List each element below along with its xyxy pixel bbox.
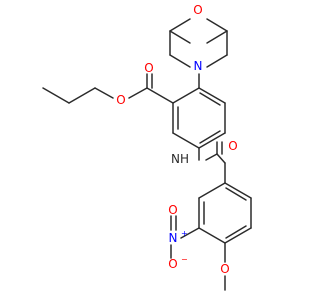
bond <box>225 225 247 239</box>
bond <box>206 54 228 68</box>
atom-labels: O N O O NH O N + O O − O <box>116 3 237 276</box>
bond <box>172 87 200 104</box>
bond <box>198 132 226 149</box>
bond <box>199 92 221 106</box>
bond <box>225 187 247 201</box>
molecule-diagram: O N O O NH O N + O O − O <box>42 3 252 291</box>
atom-amide-nh: NH <box>171 152 189 166</box>
charge-nitro-o: − <box>181 255 188 264</box>
bond <box>205 153 218 161</box>
charge-nitro-n: + <box>181 229 188 238</box>
atom-nitro-nitrogen: N <box>169 231 178 245</box>
bond <box>128 87 148 99</box>
bond <box>206 30 228 44</box>
bond <box>180 227 200 239</box>
bond <box>224 182 252 199</box>
atom-nitro-oxygen-bottom: O <box>168 257 177 271</box>
bond <box>199 130 221 144</box>
atom-nitro-oxygen-top: O <box>168 203 177 217</box>
atom-ester-carbonyl-oxygen: O <box>144 61 153 75</box>
atom-methoxy-oxygen: O <box>220 262 229 276</box>
bond <box>169 30 191 44</box>
bond <box>172 132 200 149</box>
bond <box>169 54 191 68</box>
bond <box>198 227 226 244</box>
atom-ester-oxygen: O <box>116 93 125 107</box>
bond <box>169 18 191 32</box>
bond <box>198 87 226 104</box>
bond <box>146 87 174 104</box>
bond <box>224 227 252 244</box>
bonds <box>42 18 252 291</box>
bond <box>198 182 226 199</box>
bond <box>216 153 226 164</box>
atom-amide-carbonyl-oxygen: O <box>228 139 237 153</box>
atom-morpholine-nitrogen: N <box>194 59 203 73</box>
bond <box>42 87 70 104</box>
bond <box>68 87 96 104</box>
structure-svg: O N O O NH O N + O O − O <box>42 3 252 291</box>
atom-morpholine-oxygen: O <box>193 3 202 17</box>
bond <box>206 18 228 32</box>
bond <box>94 87 114 99</box>
